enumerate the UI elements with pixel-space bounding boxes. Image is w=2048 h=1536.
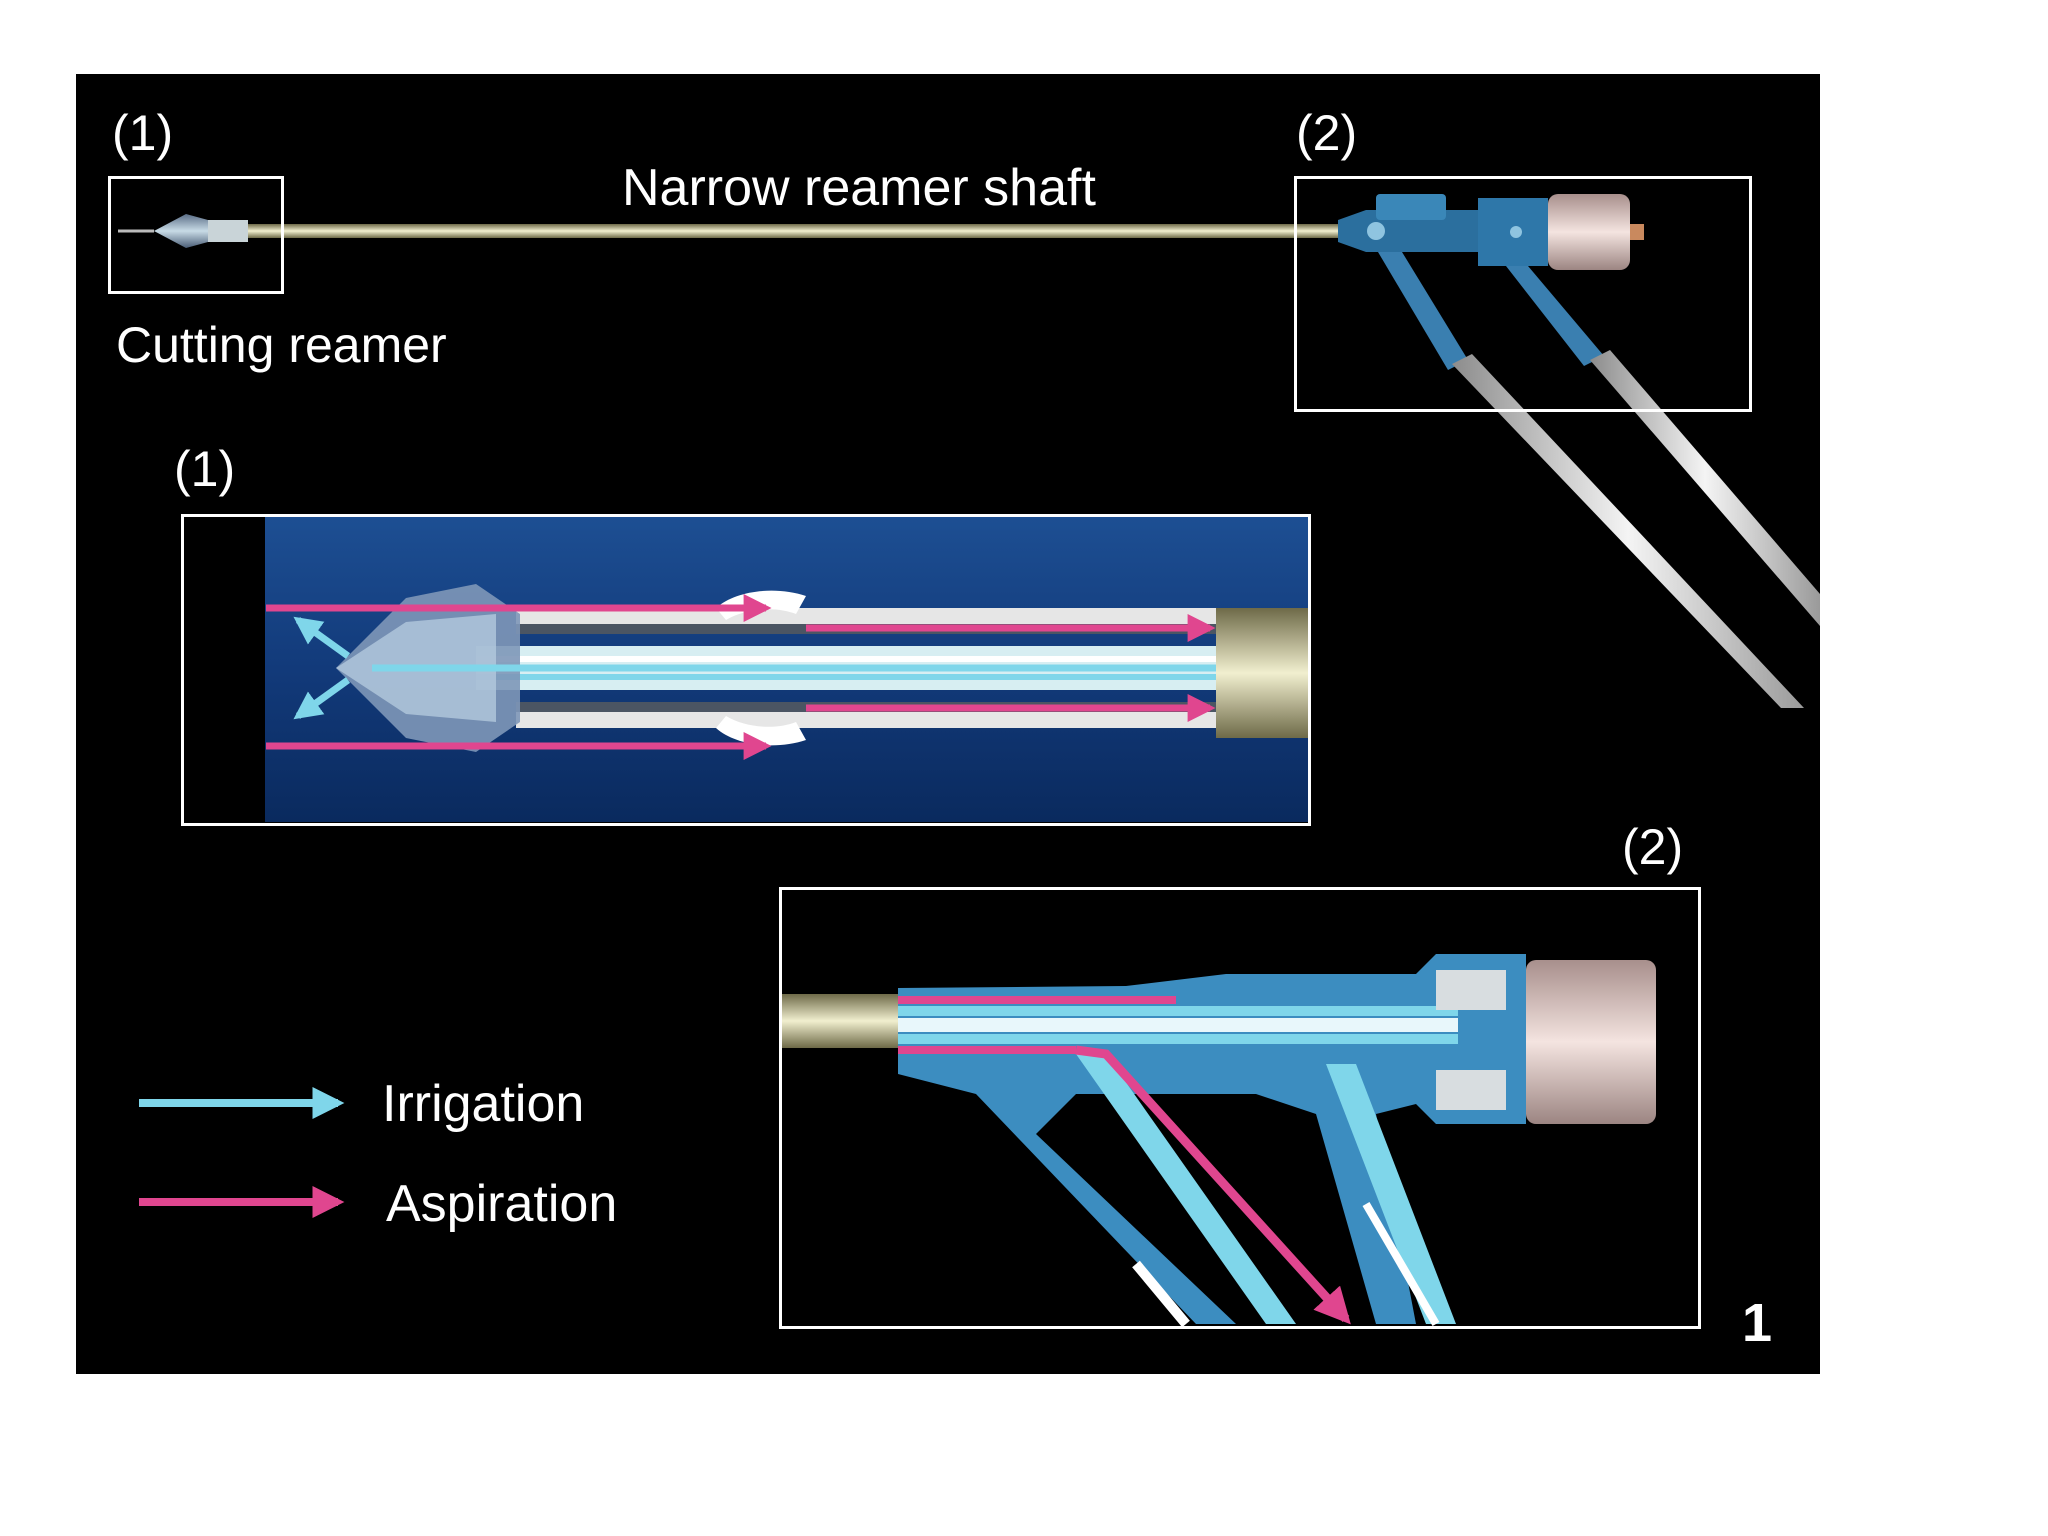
reamer-handle xyxy=(1338,194,1820,708)
figure-number-bg xyxy=(1706,1272,1820,1374)
reamer-shaft xyxy=(221,224,1351,238)
cutting-reamer-tip xyxy=(118,214,248,248)
legend-irrigation-label: Irrigation xyxy=(382,1075,585,1133)
top-right-marker: (2) xyxy=(1296,105,1358,161)
inset-2-frame xyxy=(779,887,1701,1329)
handle-frame xyxy=(1294,176,1752,412)
reamer-instrument xyxy=(118,194,1820,708)
legend-aspiration-label: Aspiration xyxy=(386,1175,618,1233)
figure-number: 1 xyxy=(1742,1293,1773,1353)
top-left-marker: (1) xyxy=(112,105,174,161)
figure-panel: (1) (2) Narrow reamer shaft Cutting ream… xyxy=(76,74,1820,1374)
inset-1-graphic xyxy=(181,517,1309,822)
inset-2-marker: (2) xyxy=(1622,819,1684,875)
inset-2-graphic xyxy=(782,954,1656,1328)
inset-1-marker: (1) xyxy=(174,441,236,497)
legend-graphics xyxy=(139,1087,345,1218)
diagram-graphics xyxy=(118,194,1820,1374)
shaft-label: Narrow reamer shaft xyxy=(622,159,1096,217)
cutting-reamer-frame xyxy=(108,176,284,294)
inset-1-frame xyxy=(181,514,1311,826)
cutting-reamer-label: Cutting reamer xyxy=(116,317,447,373)
